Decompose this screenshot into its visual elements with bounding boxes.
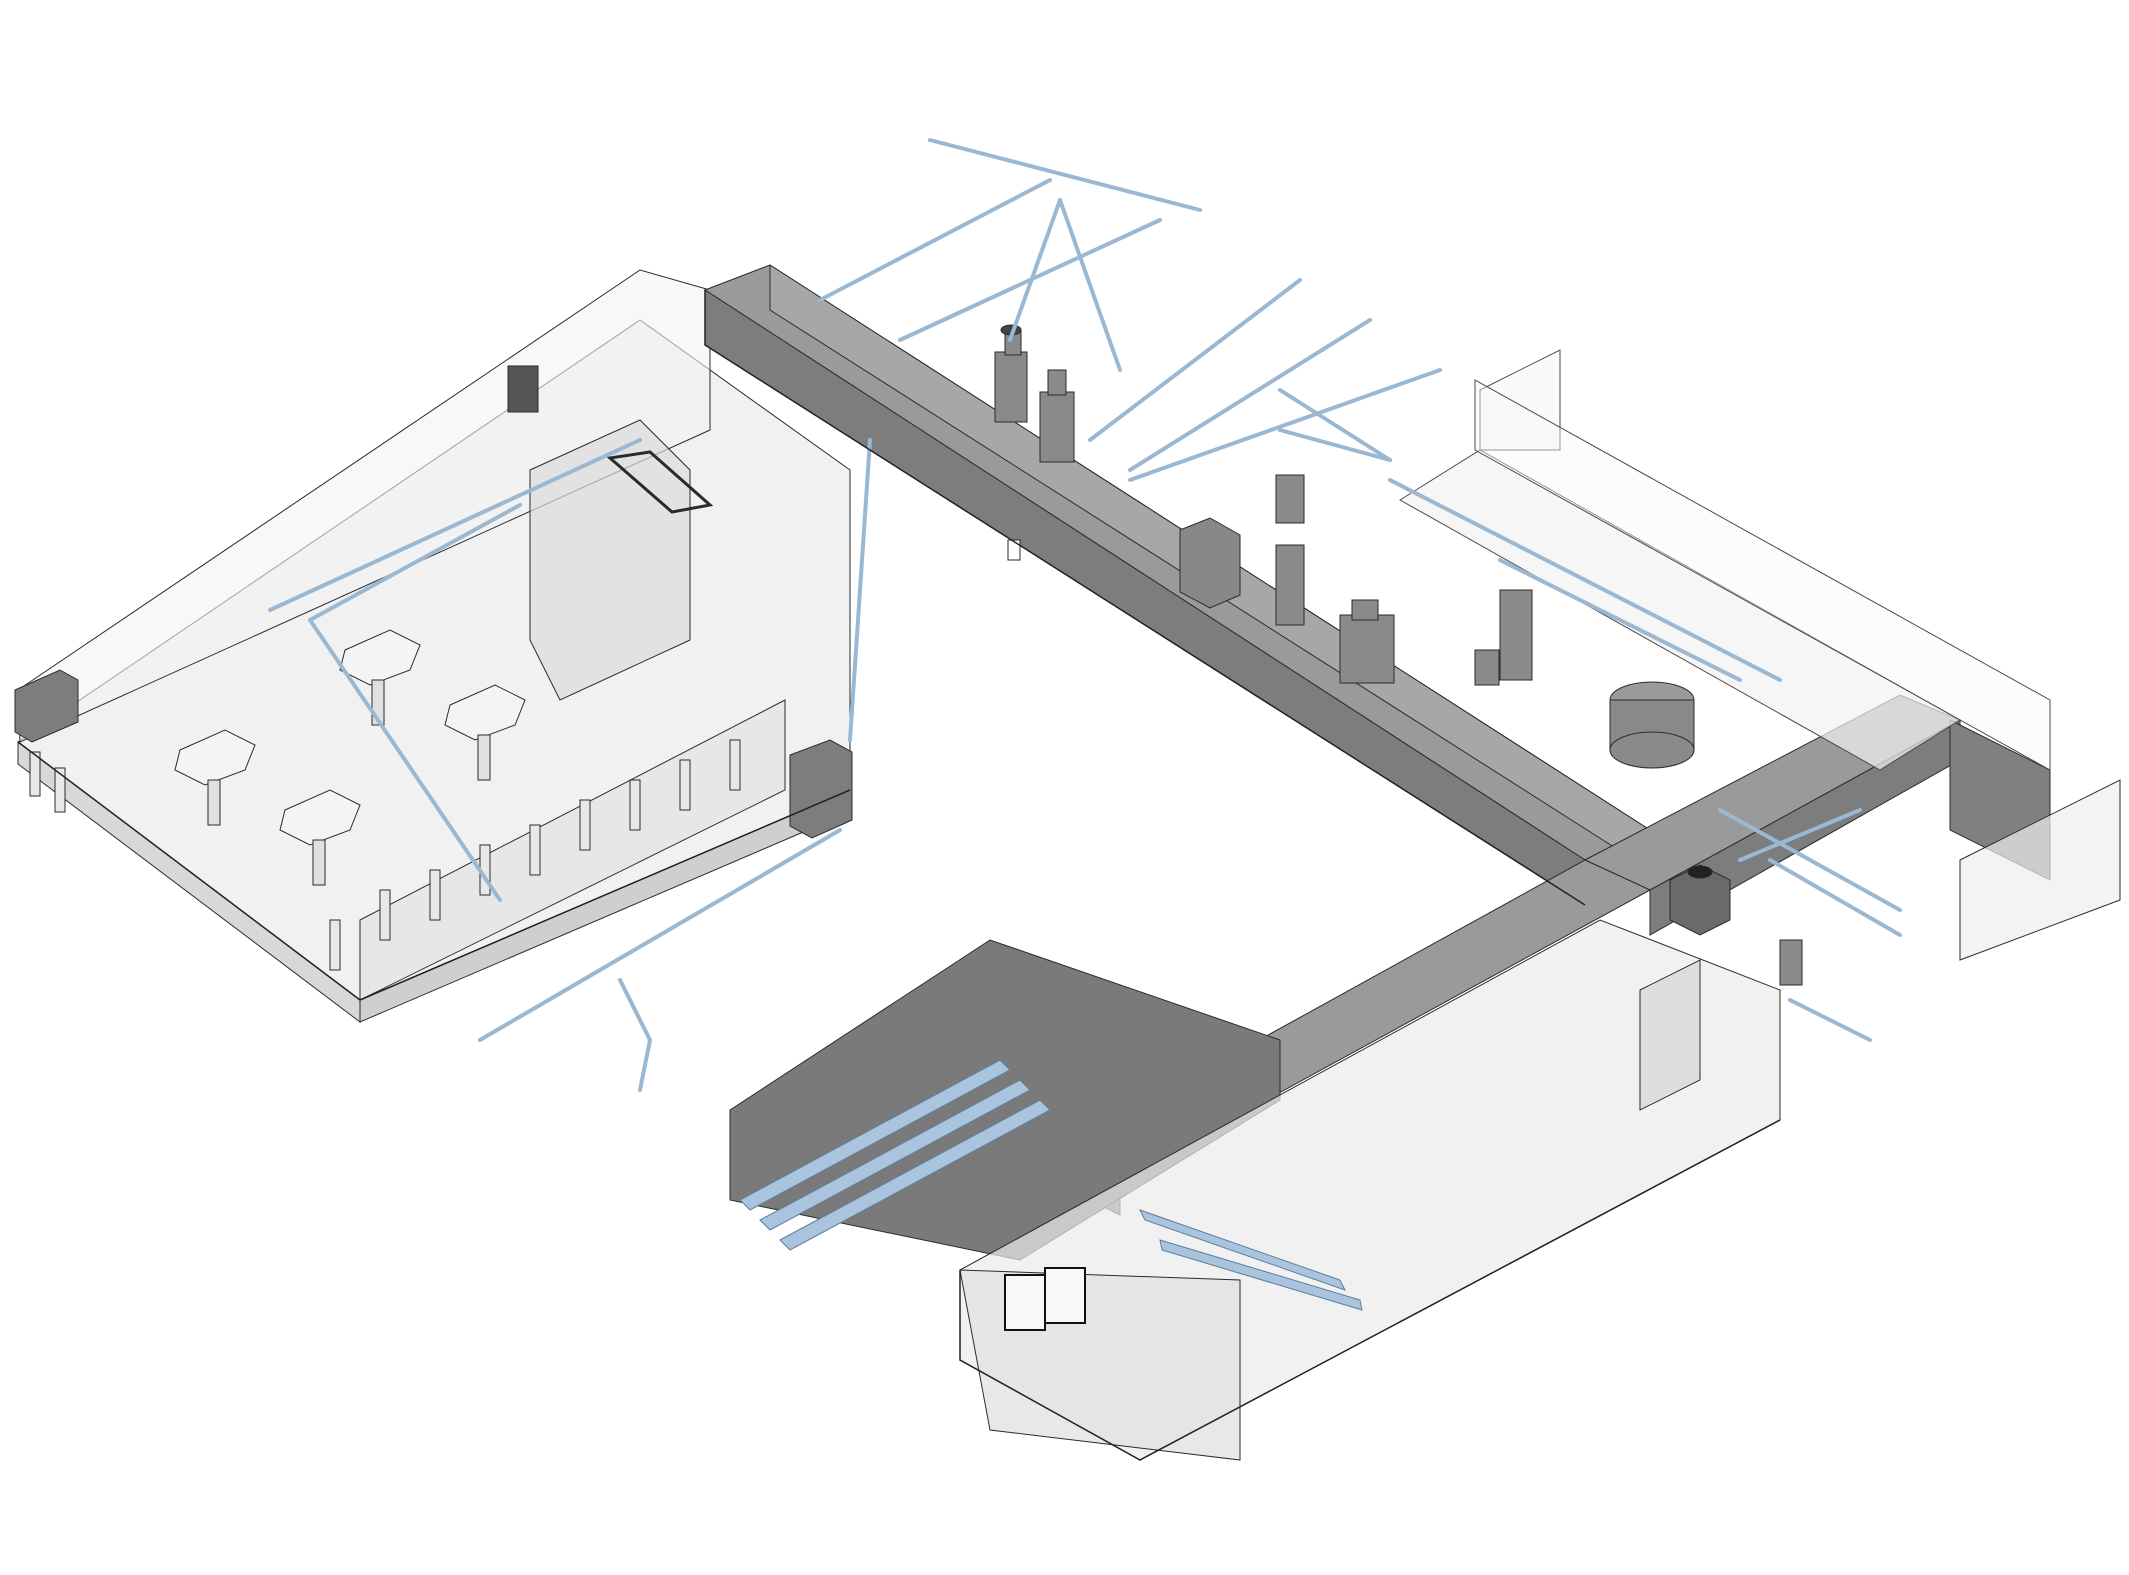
tank-1 — [994, 351, 1028, 423]
junction-shaft — [1669, 864, 1731, 936]
junction-shaft-opening — [1687, 865, 1713, 879]
tunnel-riser-box — [1179, 517, 1241, 609]
outline-accents — [17, 290, 1781, 1461]
stair-core — [1639, 959, 1701, 1111]
pipe-manifold — [739, 1059, 1363, 1311]
north-plant-room — [1399, 349, 2051, 771]
right-wing-end-wall — [1959, 779, 2121, 961]
left-wing-dark-box-north — [14, 669, 79, 743]
main-service-tunnel — [703, 264, 1652, 906]
ramp-room — [529, 419, 691, 701]
south-room-corner — [959, 1269, 1241, 1461]
left-wing-tank — [507, 365, 539, 413]
left-wing-dark-box-east — [789, 739, 853, 839]
mushroom-columns — [174, 629, 526, 886]
plant-room-north-wall — [1474, 379, 2051, 771]
left-wing-column-row — [29, 739, 741, 971]
small-riser — [1779, 939, 1803, 986]
tank-7 — [1474, 649, 1500, 686]
left-wing — [14, 269, 853, 1024]
tank-4 — [1275, 544, 1305, 626]
tank-5 — [1339, 614, 1395, 684]
main-tunnel-window — [1007, 539, 1021, 561]
tank-3 — [1275, 474, 1305, 524]
plant-room-back-wall — [1479, 349, 1561, 451]
left-wing-front-wall — [359, 699, 786, 1001]
tank-6 — [1499, 589, 1533, 681]
tank-2 — [1039, 391, 1075, 463]
stair-opening — [606, 450, 714, 514]
pipe-runs — [268, 138, 1902, 1092]
vertical-tanks — [994, 324, 1803, 986]
window-grid — [1004, 1267, 1086, 1331]
